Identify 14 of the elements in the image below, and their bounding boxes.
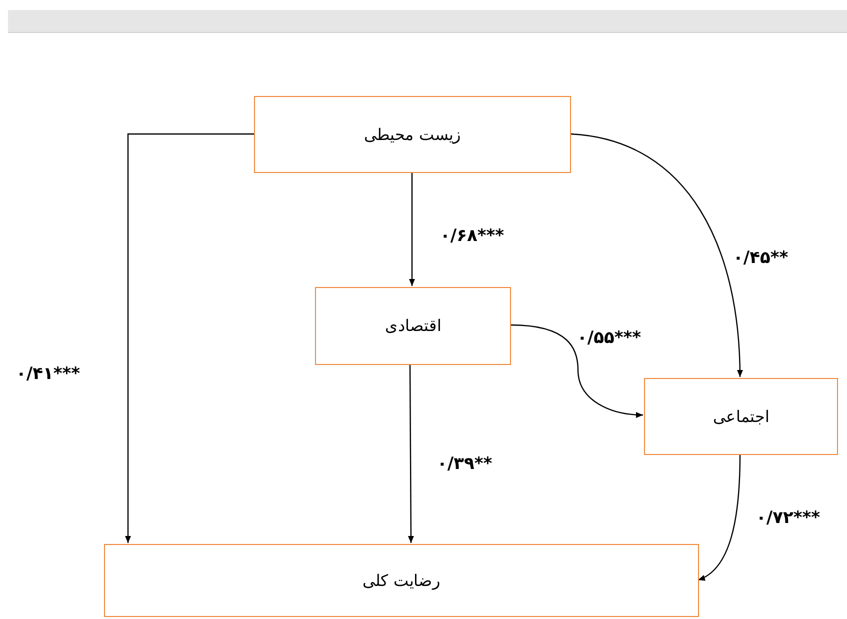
process-box <box>644 378 838 455</box>
arrow <box>409 173 415 286</box>
arrow <box>408 365 414 543</box>
arrow <box>510 324 644 418</box>
process-box <box>315 287 511 365</box>
box-label: زیست محیطی <box>364 124 462 146</box>
arrow <box>698 455 741 581</box>
process-box <box>254 96 571 173</box>
arrow <box>125 133 254 543</box>
box-label: اقتصادی <box>385 315 441 337</box>
process-box <box>104 544 699 617</box>
box-label: اجتماعی <box>713 406 769 428</box>
box-label: رضایت کلی <box>362 570 441 592</box>
arrow <box>570 133 743 378</box>
